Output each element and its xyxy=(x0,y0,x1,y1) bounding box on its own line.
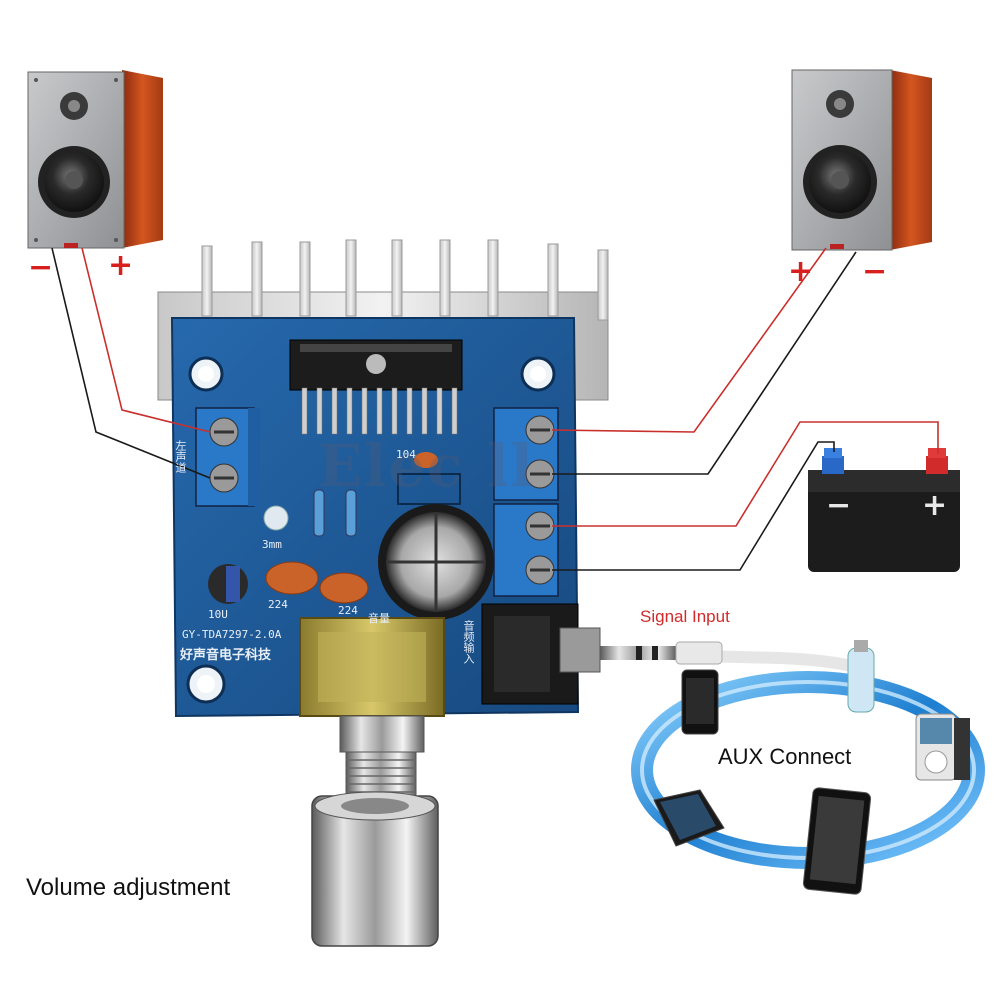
usb-drive-icon xyxy=(847,640,875,713)
right-speaker-negative-label: − xyxy=(862,254,888,289)
pot-label: 音量 xyxy=(368,612,390,625)
left-speaker-negative-label: − xyxy=(28,250,54,285)
watermark-text: Elec ll xyxy=(318,432,535,500)
led-3mm-label: 3mm xyxy=(262,538,282,551)
mp3-player-icon xyxy=(915,713,970,781)
aux-connect-label: AUX Connect xyxy=(718,744,852,769)
laptop-icon xyxy=(653,789,725,847)
amplifier-board xyxy=(170,317,580,718)
signal-input-label: Signal Input xyxy=(640,607,730,626)
audio-input-label: 音频输入 xyxy=(462,620,475,664)
left-speaker-positive-label: + xyxy=(108,248,134,283)
board-maker-label: 好声音电子科技 xyxy=(180,648,272,663)
tablet-icon xyxy=(802,787,872,895)
phone-icon xyxy=(681,669,719,735)
right-output-terminal xyxy=(493,407,559,501)
cap-224-right-label: 224 xyxy=(338,604,358,617)
cap-104-label: 104 xyxy=(396,448,416,461)
left-channel-label: 左声道 xyxy=(174,440,187,473)
audio-jack-icon xyxy=(481,603,601,705)
board-components xyxy=(208,452,494,620)
battery-icon xyxy=(808,448,960,572)
speaker-left-icon xyxy=(27,70,163,249)
cap-224-left-label: 224 xyxy=(268,598,288,611)
speaker-right-icon xyxy=(791,69,932,251)
battery-positive-label: + xyxy=(922,488,948,523)
power-input-terminal xyxy=(493,503,559,597)
cap-10u-label: 10U xyxy=(208,608,228,621)
left-output-terminal xyxy=(195,407,260,507)
tda7297-chip xyxy=(289,339,463,435)
right-speaker-positive-label: + xyxy=(788,254,814,289)
aux-cable xyxy=(600,641,862,674)
board-model-label: GY-TDA7297-2.0A xyxy=(182,628,282,641)
volume-adjustment-label: Volume adjustment xyxy=(26,874,231,901)
wires xyxy=(51,247,939,571)
volume-knob-icon xyxy=(299,617,445,947)
battery-negative-label: − xyxy=(826,488,852,523)
